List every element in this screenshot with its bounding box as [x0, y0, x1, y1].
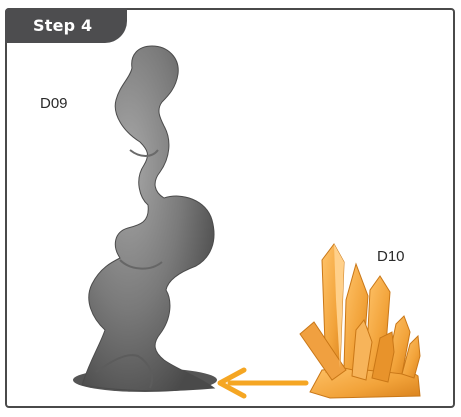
arrow-left-icon: [217, 367, 309, 399]
step-label: Step 4: [33, 16, 93, 35]
rock-pillar-d09: [73, 45, 217, 392]
part-label-d10: D10: [377, 248, 405, 265]
step-tab: Step 4: [5, 8, 127, 43]
part-label-d09: D09: [40, 95, 68, 112]
crystal-cluster-d10: [299, 243, 421, 399]
